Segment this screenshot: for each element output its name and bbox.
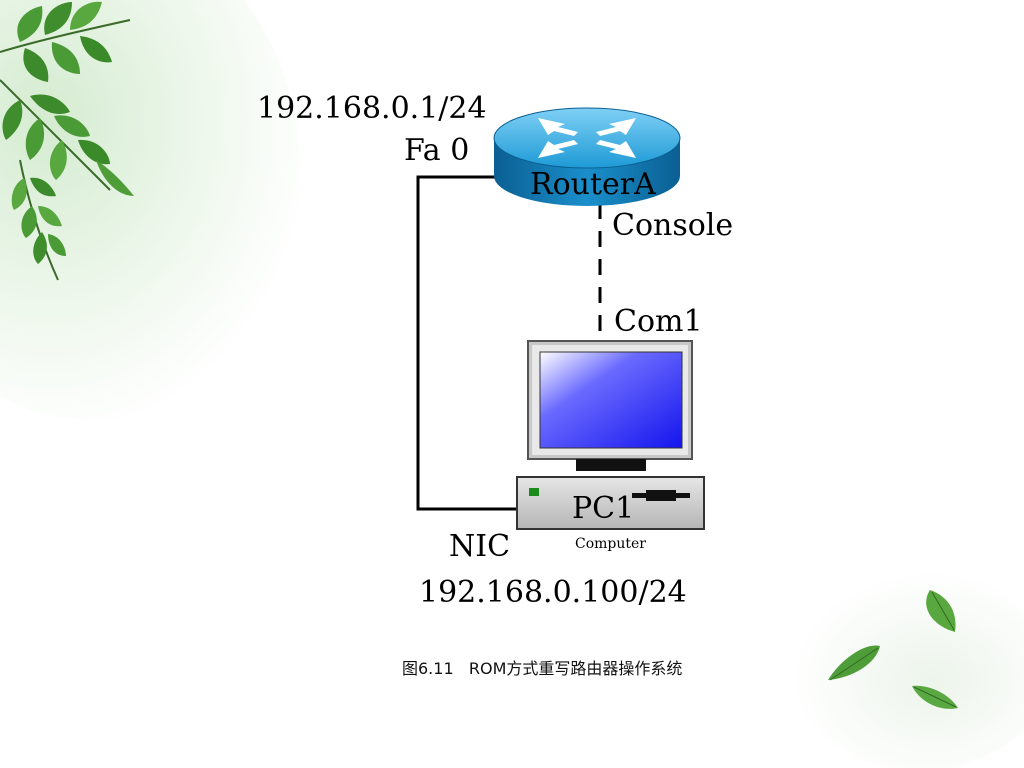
leaf-branch-top-left-icon xyxy=(0,1,134,281)
background-glow-bottom xyxy=(790,570,1024,768)
leaf-bottom-right-2-icon xyxy=(828,645,880,681)
pc-case-icon xyxy=(516,476,705,530)
power-led-icon xyxy=(529,488,539,496)
router-icon xyxy=(493,107,681,206)
router-arrows-icon xyxy=(538,118,636,158)
ethernet-link-line xyxy=(416,175,518,511)
leaf-bottom-right-1-icon xyxy=(926,590,956,632)
monitor-icon xyxy=(527,340,693,471)
pc-name-label: PC1 xyxy=(572,491,634,526)
router-ip-label: 192.168.0.1/24 xyxy=(257,91,487,126)
router-name-label: RouterA xyxy=(530,167,656,202)
router-interface-label: Fa 0 xyxy=(404,133,469,168)
nic-label: NIC xyxy=(449,529,510,564)
com-port-label: Com1 xyxy=(614,304,703,339)
pc-ip-label: 192.168.0.100/24 xyxy=(419,575,687,610)
console-label: Console xyxy=(612,208,733,243)
pc-type-label: Computer xyxy=(575,536,646,552)
figure-caption: 图6.11 ROM方式重写路由器操作系统 xyxy=(402,659,683,678)
leaf-bottom-right-3-icon xyxy=(912,685,958,709)
